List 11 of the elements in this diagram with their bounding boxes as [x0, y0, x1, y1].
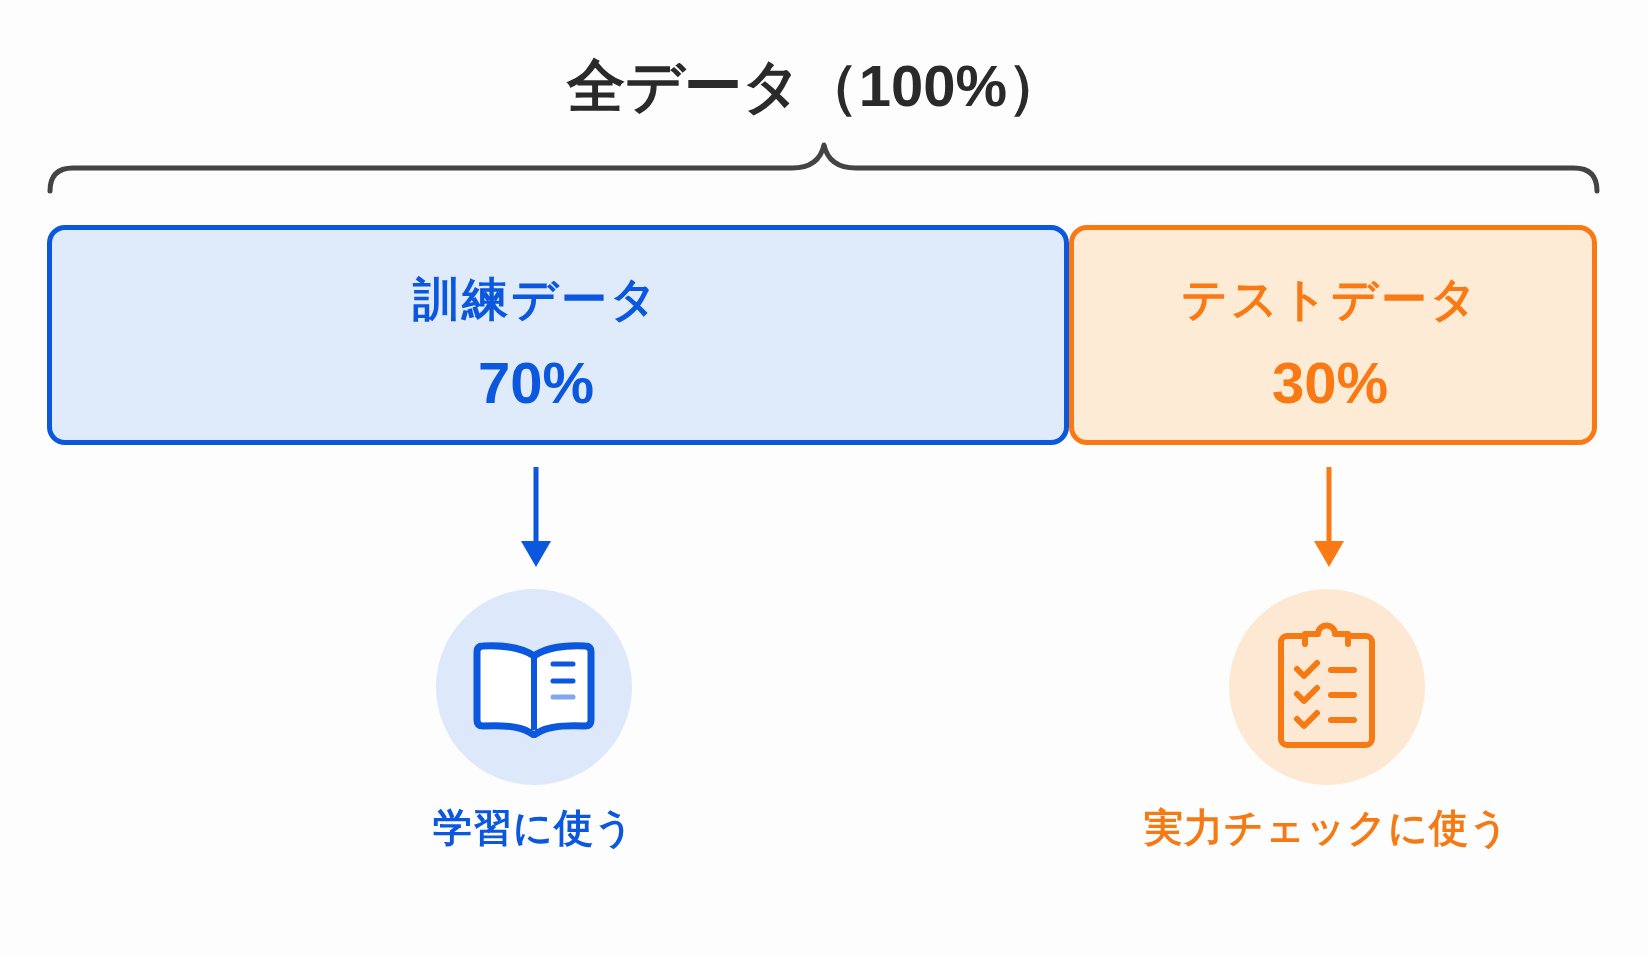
- title: 全データ（100%）: [566, 52, 1066, 120]
- percentage-label: 70%: [477, 349, 595, 417]
- box-heading: 訓練データ: [412, 271, 660, 327]
- data-box: [47, 225, 1069, 445]
- percentage-label: 30%: [1271, 349, 1389, 417]
- arrow: [521, 467, 551, 567]
- data-box: [1069, 225, 1597, 445]
- arrow: [1314, 467, 1344, 567]
- caption-text: 実力チェックに使う: [1144, 805, 1510, 851]
- caption-text: 学習に使う: [433, 805, 635, 851]
- box-heading: テストデータ: [1180, 271, 1480, 327]
